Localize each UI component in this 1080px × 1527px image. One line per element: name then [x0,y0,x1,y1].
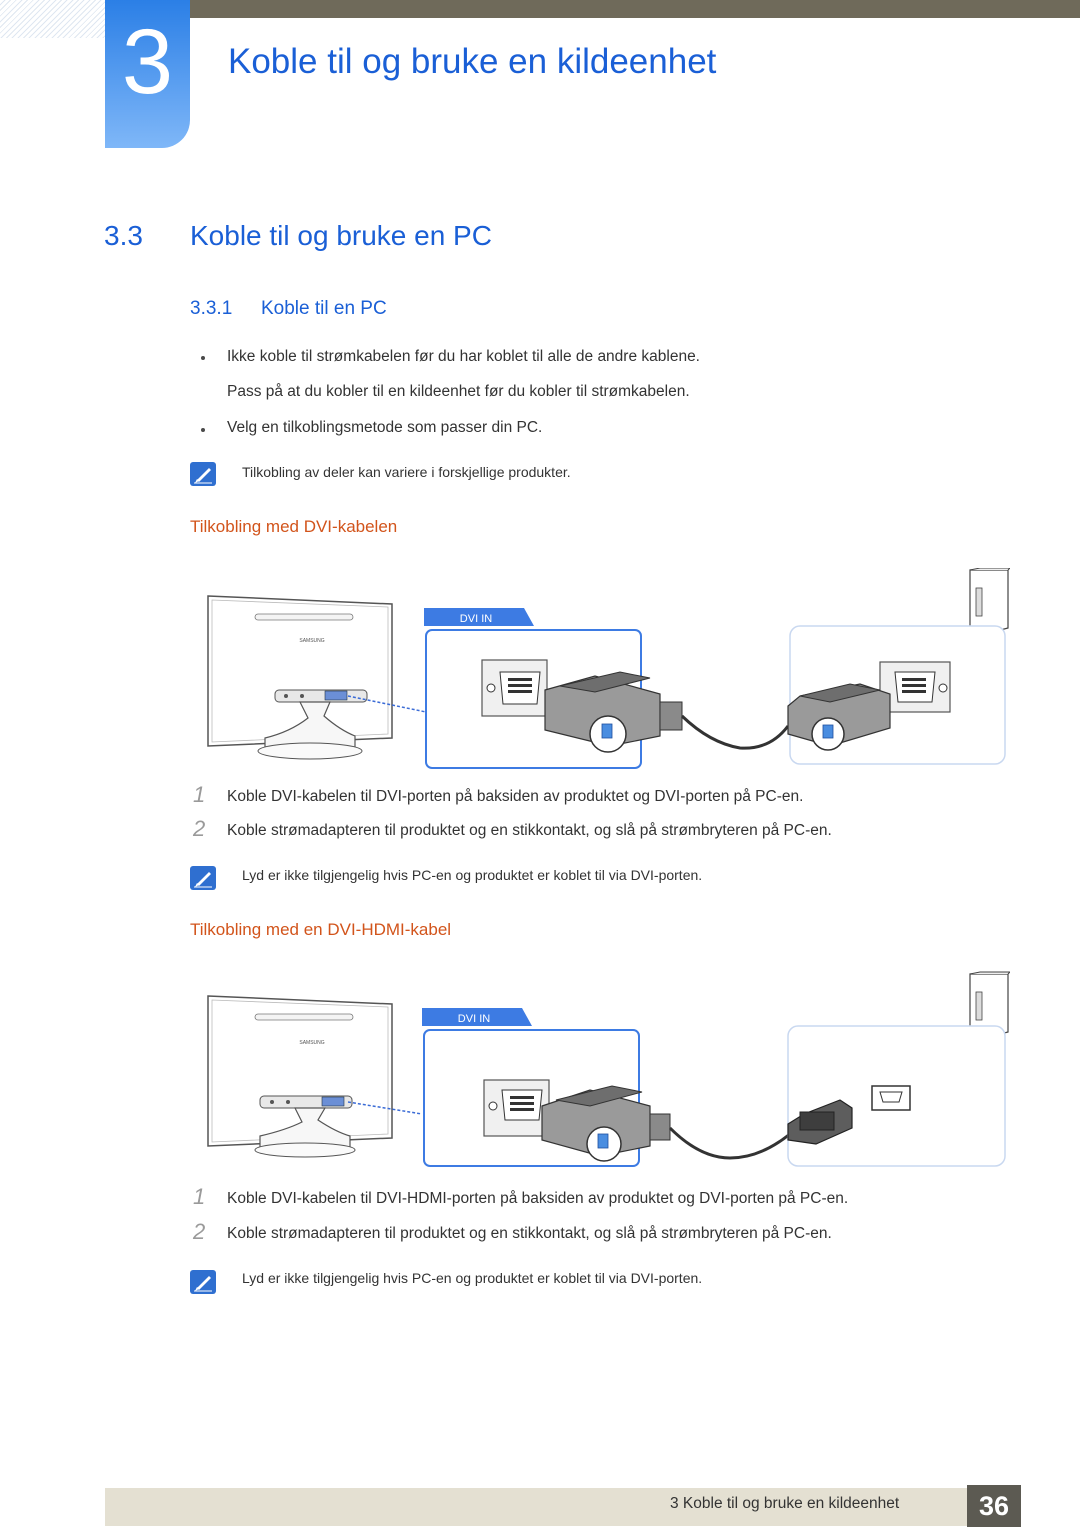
note-icon [190,866,216,890]
note-text: Tilkobling av deler kan variere i forskj… [242,464,571,480]
note-icon [190,1270,216,1294]
bullet-text: Velg en tilkoblingsmetode som passer din… [227,419,543,436]
chapter-number: 3 [121,11,174,113]
bullet-dot [201,428,205,432]
footer-chapter-label: 3 Koble til og bruke en kildeenhet [670,1495,900,1512]
section-title: Koble til og bruke en PC [190,220,492,251]
bullet-continuation: Pass på at du kobler til en kildeenhet f… [227,383,690,400]
footer-bar [105,1488,967,1526]
step-number: 2 [193,1219,206,1244]
bullet-dot [201,356,205,360]
dvi-hdmi-connection-diagram: SAMSUNG DVI IN [207,971,1010,1167]
step-text: Koble strømadapteren til produktet og en… [227,1225,832,1242]
dvi-hdmi-connection-heading: Tilkobling med en DVI-HDMI-kabel [190,920,452,939]
section-number: 3.3 [104,220,143,251]
page-number: 36 [978,1491,1010,1521]
dvi-connection-diagram: SAMSUNG DVI IN [207,568,1010,769]
svg-text:SAMSUNG: SAMSUNG [299,1040,324,1046]
svg-text:DVI IN: DVI IN [460,613,492,625]
chapter-title: Koble til og bruke en kildeenhet [228,42,717,81]
page-number-box: 36 [967,1485,1021,1527]
monitor-back-illustration: SAMSUNG [207,595,393,760]
subsection-number: 3.3.1 [190,298,233,319]
header-hatch-pattern [0,0,105,38]
step-text: Koble DVI-kabelen til DVI-HDMI-porten på… [227,1190,849,1207]
step-text: Koble DVI-kabelen til DVI-porten på baks… [227,788,804,805]
note-icon [190,462,216,486]
chapter-number-box: 3 [105,0,190,148]
note-text: Lyd er ikke tilgjengelig hvis PC-en og p… [242,1270,703,1286]
step-number: 1 [193,782,206,807]
bullet-text: Ikke koble til strømkabelen før du har k… [227,348,700,365]
svg-text:SAMSUNG: SAMSUNG [299,638,324,644]
step-text: Koble strømadapteren til produktet og en… [227,822,832,839]
monitor-back-illustration: SAMSUNG [207,995,393,1158]
step-number: 2 [193,816,206,841]
dvi-connection-heading: Tilkobling med DVI-kabelen [190,517,398,536]
step-number: 1 [193,1184,206,1209]
header-top-bar [190,0,1080,18]
note-text: Lyd er ikke tilgjengelig hvis PC-en og p… [242,867,703,883]
svg-text:DVI IN: DVI IN [458,1013,490,1025]
subsection-title: Koble til en PC [261,298,387,319]
